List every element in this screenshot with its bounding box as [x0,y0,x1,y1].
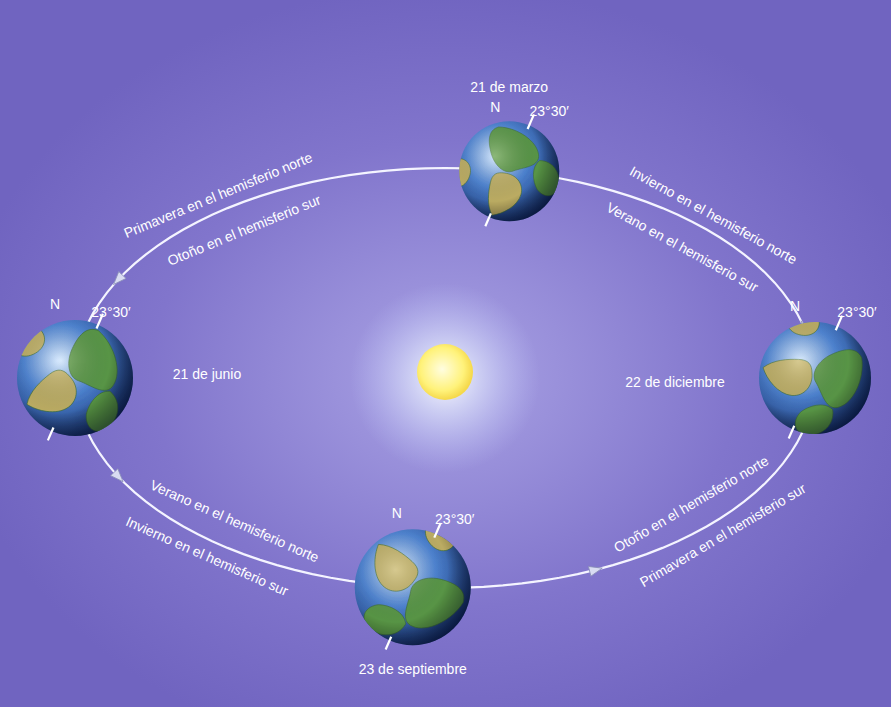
tilt-angle: 23°30′ [837,304,876,321]
orbit-line [75,168,815,588]
earth-globe [742,304,882,450]
orbit-arrow [588,563,603,576]
season-label: Invierno en el hemisferio norte [627,163,800,268]
earth-axis [485,213,491,226]
season-label: Otoño en el hemisferio norte [611,452,772,556]
north-label: N [50,296,60,313]
tilt-angle: 23°30′ [530,103,569,120]
date-label: 21 de marzo [470,79,548,96]
date-label: 22 de diciembre [625,374,725,391]
earth-axis [386,637,392,650]
earth-globe [0,294,156,455]
season-label: Verano en el hemisferio norte [147,477,321,566]
north-label: N [490,99,500,116]
north-label: N [392,505,402,522]
tilt-angle: 23°30′ [91,304,130,321]
tilt-angle: 23°30′ [435,511,474,528]
season-label: Primavera en el hemisferio norte [121,149,314,242]
orbit-arrow [110,272,126,288]
north-label: N [790,298,800,315]
earth-axis [789,426,795,439]
earth-globe [442,114,572,235]
earth-globe [333,496,496,670]
date-label: 23 de septiembre [359,661,467,678]
date-label: 21 de junio [173,366,242,383]
earth-axis [48,428,54,441]
orbit-arrow [111,469,127,485]
season-label: Verano en el hemisferio sur [604,199,762,296]
season-label: Primavera en el hemisferio sur [637,480,809,591]
